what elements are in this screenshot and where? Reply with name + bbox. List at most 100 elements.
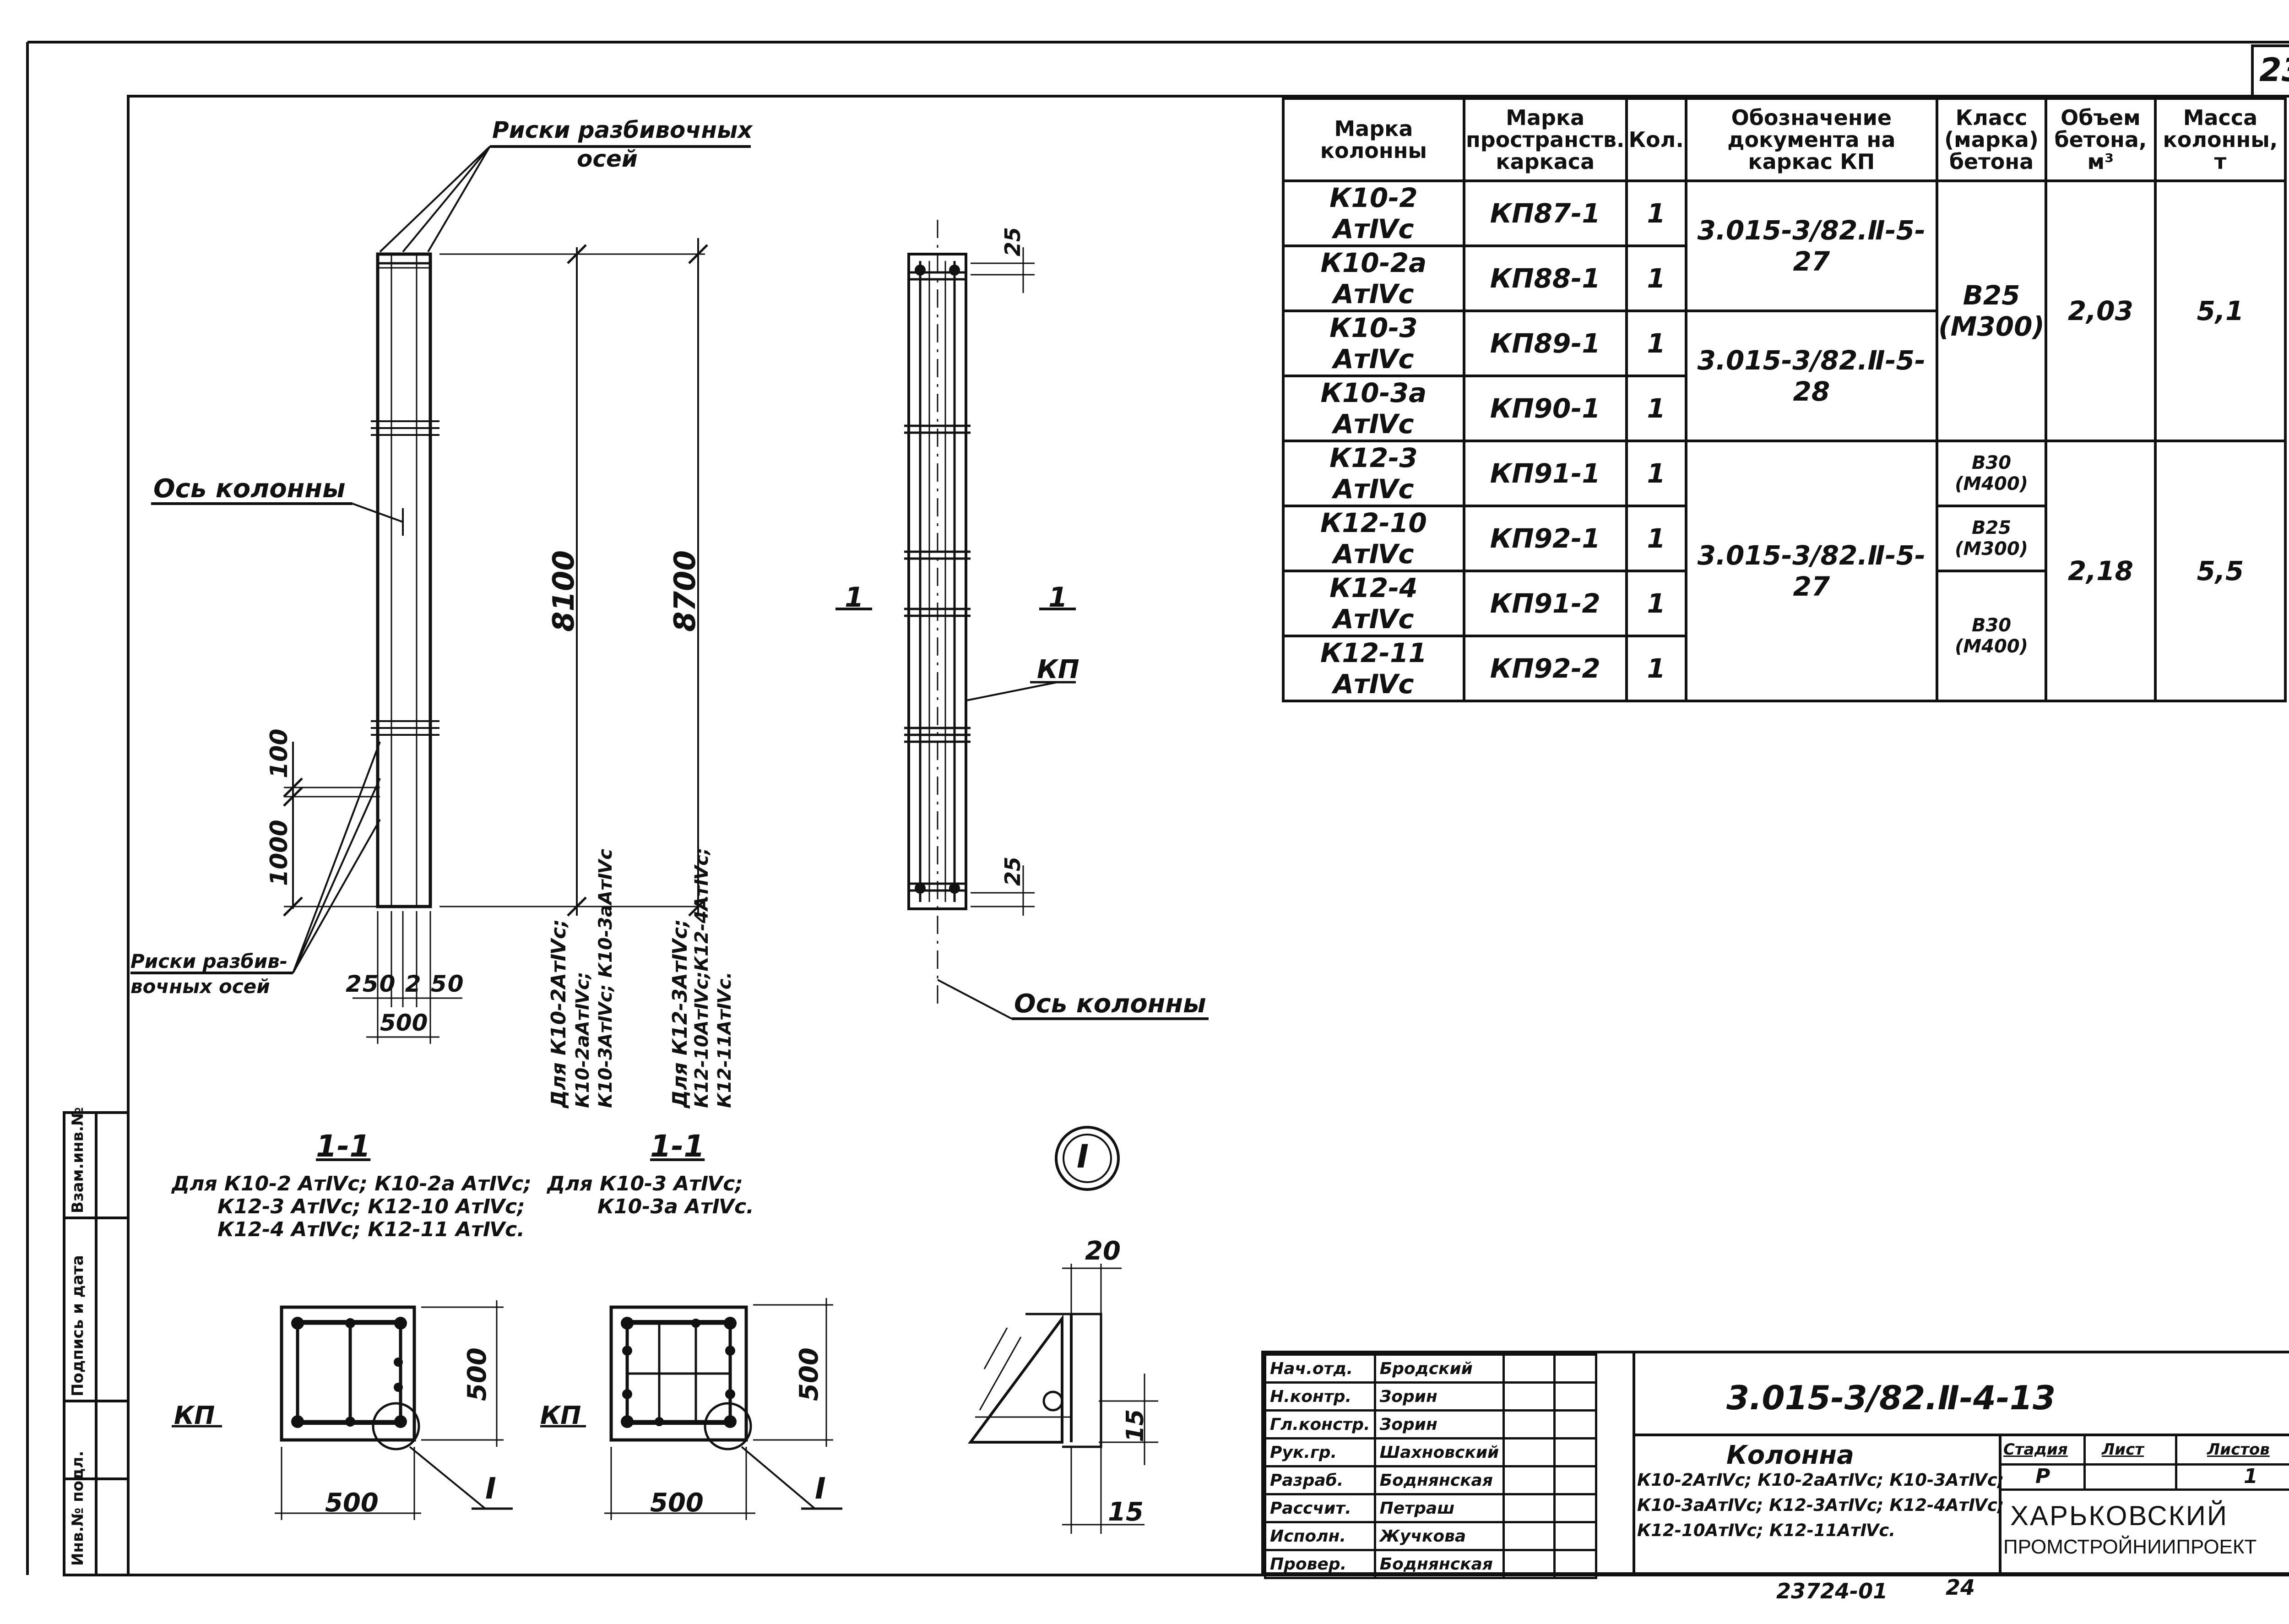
cell-beton-4: В30 (М400) [1936,570,2047,702]
dim-25-top: 25 [1000,227,1025,256]
section-2-dim-h: 500 [794,1347,824,1401]
section-1-caption-3: К12-4 АтⅣс; К12-11 АтⅣс. [217,1218,525,1241]
tb-name: Зорин [1373,1381,1505,1412]
tb-org-1: ХАРЬКОВСКИЙ [2010,1500,2228,1531]
tb-name: Жучкова [1373,1521,1505,1551]
cell-beton-3: В25 (М300) [1936,505,2047,572]
detail-dim-15-a: 15 [1122,1409,1149,1442]
cell-karkas: КП92-1 [1462,505,1628,572]
tb-role: Н.контр. [1264,1381,1376,1412]
os-kolonny-left: Ось колонны [153,474,346,504]
cell-kol: 1 [1625,179,1687,247]
dim-1000: 1000 [266,820,293,886]
bottom-code: 23724-01 [1776,1579,1888,1603]
cell-kol: 1 [1625,440,1687,507]
section-1-caption-1: Для К10-2 АтⅣс; К10-2а АтⅣс; [172,1172,532,1195]
note-a3: К10-3АтⅣс; К10-3аАтⅣс [595,848,616,1108]
section-mark-left: 1 [845,581,864,614]
note-a2: К10-2аАтⅣс; [572,972,593,1108]
cell-marka: К10-3 АтⅣс [1282,310,1465,377]
cell-beton-2: В30 (М400) [1936,440,2047,507]
riski-label-top-1: Риски разбивочных [492,117,753,143]
cell-beton-1: В25 (М300) [1936,179,2047,442]
spec-header-beton: Класс (марка) бетона [1936,97,2047,182]
detail-dim-15-b: 15 [1108,1497,1144,1527]
section-1-title: 1-1 [316,1129,371,1164]
tb-sign [1502,1353,1556,1384]
table-row: К12-11 АтⅣс КП92-2 1 [1282,635,2285,702]
cell-marka: К12-3 АтⅣс [1282,440,1465,507]
spec-header-karkas: Марка пространств. каркаса [1462,97,1628,182]
tb-sheet-header: Лист [2102,1440,2144,1459]
section-1-dim-w: 500 [325,1488,379,1518]
section-mark-right: 1 [1048,581,1068,614]
note-a1: Для К10-2АтⅣс; [547,919,570,1108]
cell-marka: К10-2а АтⅣс [1282,244,1465,312]
cell-karkas: КП88-1 [1462,244,1628,312]
side-stamp-sign: Подпись и дата [69,1255,87,1396]
tb-name-title: Колонна [1726,1440,1854,1470]
kp-leader-label: КП [1037,655,1079,684]
spec-header-doc: Обозначение документа на каркас КП [1684,97,1939,182]
dim-8100: 8100 [547,550,581,632]
os-kolonny-right: Ось колонны [1014,989,1206,1019]
section-2-title: 1-1 [650,1129,705,1164]
tb-role: Разраб. [1264,1465,1376,1495]
cell-kol: 1 [1625,635,1687,702]
tb-sheets-header: Листов [2207,1440,2270,1459]
cell-kol: 1 [1625,310,1687,377]
side-stamp-inv: Инв.№ подл. [69,1450,87,1566]
riski-label-top-2: осей [577,146,638,172]
tb-name: Боднянская [1373,1465,1505,1495]
spec-table: Марка колонны Марка пространств. каркаса… [1282,97,2287,702]
detail-callout: I [1077,1138,1089,1175]
tb-name: Зорин [1373,1409,1505,1439]
table-row: К10-3а АтⅣс КП90-1 1 [1282,375,2285,442]
dim-25-bottom: 25 [1000,856,1025,886]
tb-role: Рук.гр. [1264,1437,1376,1467]
tb-desc-2: К10-3аАтⅣс; К12-3АтⅣс; К12-4АтⅣс; [1637,1495,2004,1515]
cell-marka: К12-4 АтⅣс [1282,570,1465,637]
table-row: К10-2 АтⅣс КП87-1 1 3.015-3/82.Ⅱ-5-27 В2… [1282,179,2287,442]
tb-role: Провер. [1264,1549,1376,1579]
cell-karkas: КП87-1 [1462,179,1628,247]
note-b3: К12-11АтⅣс. [714,972,735,1108]
dim-100: 100 [266,728,293,778]
cell-marka: К12-11 АтⅣс [1282,635,1465,702]
side-stamp-vzam: Взам.инв.№ [69,1107,87,1213]
tb-role: Нач.отд. [1264,1353,1376,1384]
tb-desc-3: К12-10АтⅣс; К12-11АтⅣс. [1637,1521,1896,1540]
tb-name: Шахновский [1373,1437,1505,1467]
detail-dim-20: 20 [1085,1236,1121,1266]
title-block-people: Нач.отд.Бродский Н.контр.Зорин Гл.констр… [1264,1353,1598,1579]
tb-role: Исполн. [1264,1521,1376,1551]
spec-header-volume: Объем бетона, м³ [2044,97,2157,182]
section-2-caption-1: Для К10-3 АтⅣс; [547,1172,743,1195]
tb-code: 3.015-3/82.Ⅱ-4-13 [1726,1379,2056,1417]
cell-doc-2: 3.015-3/82.Ⅱ-5-28 [1684,310,1939,442]
dim-500-elevation: 500 [380,1010,428,1036]
cell-marka: К10-2 АтⅣс [1282,179,1465,247]
tb-org-2: ПРОМСТРОЙНИИПРОЕКТ [2003,1536,2257,1558]
cell-kol: 1 [1625,244,1687,312]
tb-role: Гл.констр. [1264,1409,1376,1439]
dim-8700: 8700 [668,550,702,632]
section-2-caption-2: К10-3а АтⅣс. [597,1195,754,1218]
section-1-caption-2: К12-3 АтⅣс; К12-10 АтⅣс; [217,1195,525,1218]
table-row: К12-3 АтⅣс КП91-1 1 3.015-3/82.Ⅱ-5-27 В3… [1282,440,2287,702]
cell-karkas: КП91-1 [1462,440,1628,507]
section-1-kp: КП [174,1401,215,1430]
title-block: Нач.отд.Бродский Н.контр.Зорин Гл.констр… [1261,1351,2289,1579]
section-2-dim-w: 500 [650,1488,704,1518]
cell-marka: К10-3а АтⅣс [1282,375,1465,442]
note-b2: К12-10АтⅣс;К12-4АтⅣс; [691,847,712,1108]
riski-label-bottom-2: вочных осей [130,975,270,998]
cell-karkas: КП89-1 [1462,310,1628,377]
cell-kol: 1 [1625,570,1687,637]
cell-volume-2: 2,18 [2044,440,2157,702]
dim-base-row: 250 2 50 [346,971,465,997]
cell-karkas: КП92-2 [1462,635,1628,702]
tb-stage-header: Стадия [2003,1440,2068,1459]
bottom-num: 24 [1946,1575,1975,1600]
cell-mass-1: 5,1 [2153,179,2287,442]
